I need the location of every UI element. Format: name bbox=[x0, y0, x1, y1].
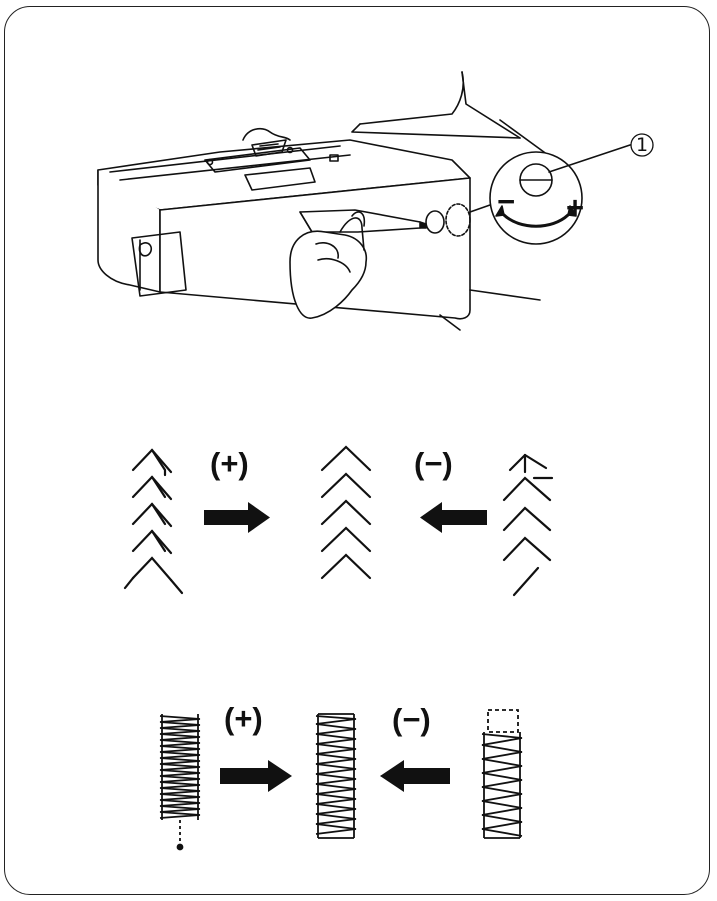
dial-plus-sign: + bbox=[566, 190, 584, 225]
callout-circle bbox=[630, 133, 654, 157]
top-arrow-right bbox=[204, 502, 270, 533]
page-frame bbox=[4, 6, 710, 895]
top-arrow-left bbox=[420, 502, 487, 533]
top-plus-label: (+) bbox=[210, 446, 249, 481]
stitch-row-top bbox=[123, 445, 554, 597]
bottom-minus-label: (−) bbox=[392, 702, 431, 737]
stitch-pattern-correct bbox=[320, 445, 372, 580]
stitch-pattern-buttonhole-minus bbox=[481, 709, 523, 839]
stitch-pattern-minus-gap bbox=[502, 453, 554, 597]
bottom-arrow-left bbox=[380, 760, 450, 792]
stitch-pattern-buttonhole-correct bbox=[315, 713, 357, 839]
bottom-plus-label: (+) bbox=[224, 701, 263, 736]
bottom-arrow-right bbox=[220, 760, 292, 792]
stitch-pattern-plus-overlap bbox=[123, 448, 184, 595]
dial-minus-sign: − bbox=[497, 184, 515, 219]
callout-number: 1 bbox=[636, 134, 648, 156]
top-minus-label: (−) bbox=[414, 446, 453, 481]
stitch-pattern-buttonhole-plus bbox=[159, 714, 201, 851]
sewing-machine-illustration bbox=[97, 71, 631, 331]
